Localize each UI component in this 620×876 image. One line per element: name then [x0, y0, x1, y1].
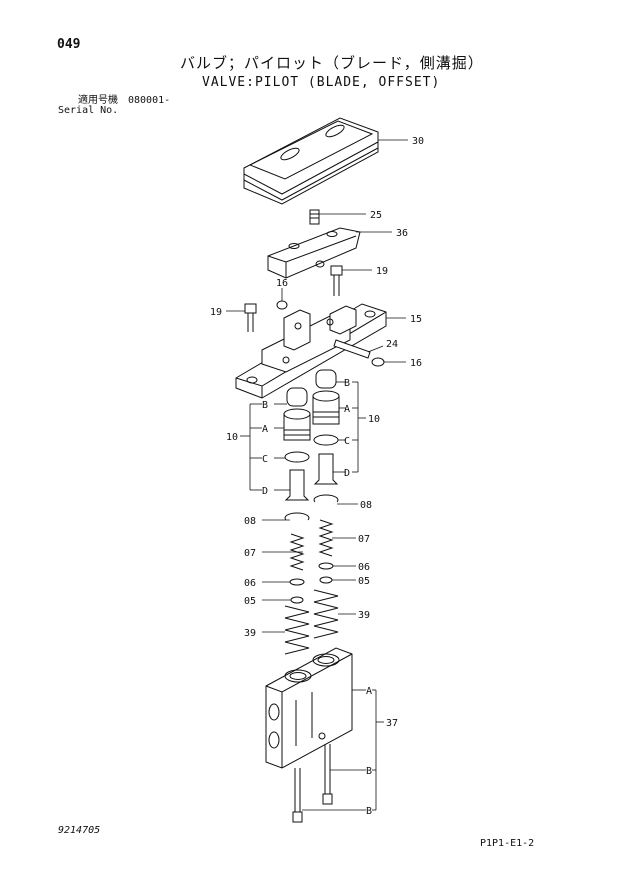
- base-plate-part-15: [235, 303, 387, 399]
- pin-part-24: [333, 339, 371, 359]
- callout-24: 24: [386, 339, 398, 350]
- ref-letter-b-body-lower: B: [366, 806, 372, 817]
- callout-37: 37: [386, 718, 398, 729]
- ref-letter-b-body-upper: B: [366, 766, 372, 777]
- plug-part-25: [309, 209, 320, 225]
- callout-16-lower: 16: [410, 358, 422, 369]
- serial-value: 080001-: [128, 95, 171, 106]
- footer-page-code: P1P1-E1-2: [480, 838, 535, 849]
- ref-letter-c-right: C: [344, 436, 350, 447]
- nut-part-16-lower: [371, 357, 385, 367]
- valve-body-part-37: [265, 647, 353, 769]
- screw-part-19-left: [244, 303, 257, 332]
- ref-letter-a-right: A: [344, 404, 350, 415]
- ref-letter-b-right: B: [344, 378, 350, 389]
- plunger-assembly-10-left: [283, 387, 311, 501]
- callout-19-left: 19: [210, 307, 222, 318]
- callout-15: 15: [410, 314, 422, 325]
- washer-part-06-left: [289, 578, 305, 586]
- title-english: VALVE:PILOT (BLADE, OFFSET): [202, 75, 441, 90]
- callout-06-left: 06: [244, 578, 256, 589]
- title-japanese: バルブ；パイロット（ブレード，側溝掘）: [180, 54, 484, 72]
- plate-part-36: [267, 227, 361, 279]
- ref-letter-a-body: A: [366, 686, 372, 697]
- spring-part-39-right: [313, 589, 339, 639]
- serial-label-japanese: 適用号機: [78, 95, 118, 106]
- screw-part-19-right: [330, 265, 343, 296]
- pushrod-left: [292, 768, 303, 823]
- callout-07-right: 07: [358, 534, 370, 545]
- pushrod-right: [322, 744, 333, 805]
- cover-part-30: [243, 117, 379, 205]
- ref-letter-d-right: D: [344, 468, 350, 479]
- washer-part-08-left: [284, 512, 310, 521]
- washer-part-06-right: [318, 562, 334, 570]
- washer-part-05-left: [290, 596, 304, 604]
- plunger-assembly-10-right: [312, 369, 340, 485]
- callout-10-left: 10: [226, 432, 238, 443]
- callout-10-right: 10: [368, 414, 380, 425]
- callout-39-right: 39: [358, 610, 370, 621]
- callout-30: 30: [412, 136, 424, 147]
- ref-letter-b-left: B: [262, 400, 268, 411]
- callout-06-right: 06: [358, 562, 370, 573]
- ref-letter-a-left: A: [262, 424, 268, 435]
- serial-label-english: Serial No.: [58, 105, 119, 116]
- callout-08-right: 08: [360, 500, 372, 511]
- callout-08-left: 08: [244, 516, 256, 527]
- callout-19-right: 19: [376, 266, 388, 277]
- callout-07-left: 07: [244, 548, 256, 559]
- leader-lines: [226, 139, 408, 811]
- washer-part-05-right: [319, 576, 333, 584]
- page-number: 049: [57, 37, 81, 52]
- callout-05-left: 05: [244, 596, 256, 607]
- spring-part-39-left: [284, 605, 310, 655]
- callout-25: 25: [370, 210, 382, 221]
- callout-05-right: 05: [358, 576, 370, 587]
- callout-16-upper: 16: [276, 278, 288, 289]
- spring-part-07-right: [318, 519, 334, 557]
- ref-letter-d-left: D: [262, 486, 268, 497]
- callout-39-left: 39: [244, 628, 256, 639]
- ref-letter-c-left: C: [262, 454, 268, 465]
- nut-part-16-upper: [276, 300, 288, 310]
- washer-part-08-right: [313, 494, 339, 503]
- footer-figure-code: 9214705: [58, 825, 101, 836]
- callout-36: 36: [396, 228, 408, 239]
